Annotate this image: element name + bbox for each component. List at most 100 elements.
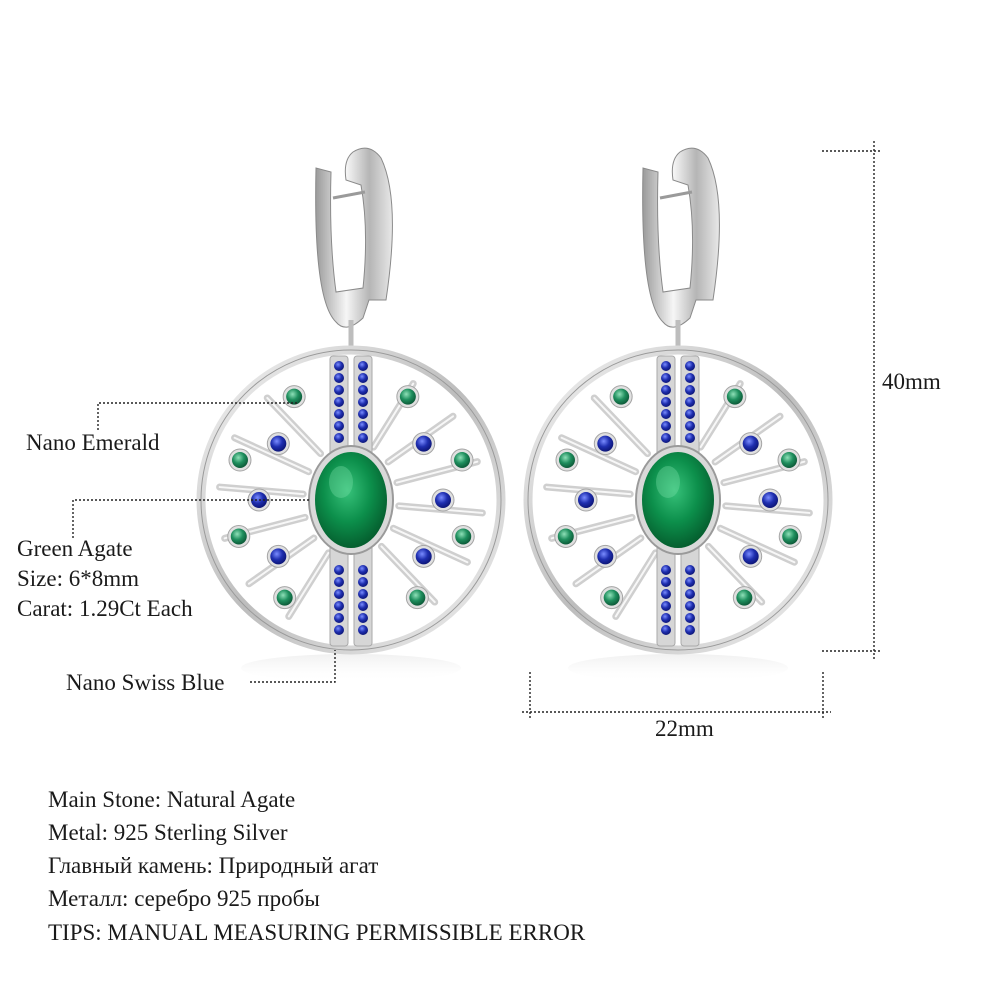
swiss-blue-stone	[334, 565, 344, 575]
blue-stone	[415, 548, 432, 565]
swiss-blue-stone	[685, 397, 695, 407]
emerald-stone	[603, 589, 620, 606]
agate-leader	[72, 499, 310, 538]
swiss-blue-stone	[334, 397, 344, 407]
swiss-blue-stone	[358, 613, 368, 623]
earring-left	[196, 147, 506, 682]
swiss-blue-stone	[685, 421, 695, 431]
spec-metal-ru: Металл: серебро 925 пробы	[48, 886, 320, 911]
label-agate-carat: Carat: 1.29Ct Each	[17, 596, 193, 621]
swiss-blue-stone	[334, 373, 344, 383]
spec-main-stone-ru: Главный камень: Природный агат	[48, 853, 379, 878]
agate-highlight	[656, 466, 680, 498]
spoke-shine	[560, 436, 637, 473]
emerald-stone	[558, 452, 575, 469]
agate-highlight	[329, 466, 353, 498]
spoke-shine	[719, 527, 796, 564]
swiss-blue-stone	[661, 577, 671, 587]
emerald-stone	[726, 388, 743, 405]
blue-stone	[742, 548, 759, 565]
hook	[642, 147, 720, 328]
swiss-blue-leader	[250, 650, 336, 683]
label-width-22mm: 22mm	[655, 716, 714, 741]
emerald-stone	[613, 388, 630, 405]
swiss-blue-stone	[358, 421, 368, 431]
swiss-blue-stone	[685, 433, 695, 443]
emerald-stone	[736, 589, 753, 606]
spec-main-stone: Main Stone: Natural Agate	[48, 787, 296, 812]
label-nano-swiss-blue: Nano Swiss Blue	[66, 670, 225, 695]
swiss-blue-stone	[685, 589, 695, 599]
emerald-leader	[97, 402, 297, 430]
label-agate-size: Size: 6*8mm	[17, 566, 140, 591]
swiss-blue-stone	[661, 421, 671, 431]
spoke-shine	[287, 551, 330, 618]
swiss-blue-stone	[685, 373, 695, 383]
swiss-blue-stone	[358, 385, 368, 395]
swiss-blue-stone	[358, 397, 368, 407]
blue-stone	[415, 435, 432, 452]
swiss-blue-stone	[334, 421, 344, 431]
swiss-blue-stone	[334, 589, 344, 599]
blue-stone	[597, 435, 614, 452]
swiss-blue-stone	[685, 577, 695, 587]
hook-bar	[332, 190, 366, 200]
swiss-blue-stone	[685, 625, 695, 635]
ring-edge	[527, 349, 829, 651]
blue-stone	[270, 548, 287, 565]
emerald-stone	[781, 452, 798, 469]
swiss-blue-stone	[358, 601, 368, 611]
callout-lines	[72, 402, 336, 683]
agate-stone	[315, 452, 387, 548]
swiss-blue-stone	[358, 433, 368, 443]
blue-stone	[435, 492, 451, 508]
earring-right	[523, 147, 833, 682]
swiss-blue-stone	[661, 625, 671, 635]
swiss-blue-stone	[661, 589, 671, 599]
reflection	[568, 654, 788, 682]
label-height-40mm: 40mm	[882, 369, 941, 394]
spoke-shine	[233, 436, 310, 473]
swiss-blue-stone	[334, 613, 344, 623]
swiss-blue-stone	[685, 361, 695, 371]
emerald-stone	[231, 452, 248, 469]
blue-stone	[597, 548, 614, 565]
swiss-blue-stone	[685, 613, 695, 623]
emerald-stone	[230, 528, 247, 545]
spoke-shine	[593, 396, 649, 455]
swiss-blue-stone	[334, 361, 344, 371]
swiss-blue-stone	[358, 577, 368, 587]
swiss-blue-stone	[334, 385, 344, 395]
emerald-stone	[455, 528, 472, 545]
emerald-stone	[276, 589, 293, 606]
swiss-blue-stone	[358, 409, 368, 419]
swiss-blue-stone	[334, 409, 344, 419]
emerald-stone	[782, 528, 799, 545]
swiss-blue-stone	[661, 397, 671, 407]
emerald-stone	[454, 452, 471, 469]
hook	[315, 147, 393, 328]
emerald-stone	[399, 388, 416, 405]
spoke-shine	[266, 396, 322, 455]
blue-stone	[762, 492, 778, 508]
swiss-blue-stone	[661, 361, 671, 371]
label-nano-emerald: Nano Emerald	[26, 430, 160, 455]
swiss-blue-stone	[358, 589, 368, 599]
swiss-blue-stone	[358, 565, 368, 575]
swiss-blue-stone	[334, 625, 344, 635]
blue-stone	[270, 435, 287, 452]
blue-stone	[578, 492, 594, 508]
dimension-lines	[522, 141, 880, 718]
emerald-stone	[557, 528, 574, 545]
hook-bar	[659, 190, 693, 200]
swiss-blue-stone	[334, 433, 344, 443]
spec-metal: Metal: 925 Sterling Silver	[48, 820, 288, 845]
spoke-shine	[392, 527, 469, 564]
swiss-blue-stone	[661, 565, 671, 575]
swiss-blue-stone	[661, 433, 671, 443]
swiss-blue-stone	[661, 613, 671, 623]
blue-stone	[742, 435, 759, 452]
emerald-stone	[286, 388, 303, 405]
spoke-shine	[614, 551, 657, 618]
